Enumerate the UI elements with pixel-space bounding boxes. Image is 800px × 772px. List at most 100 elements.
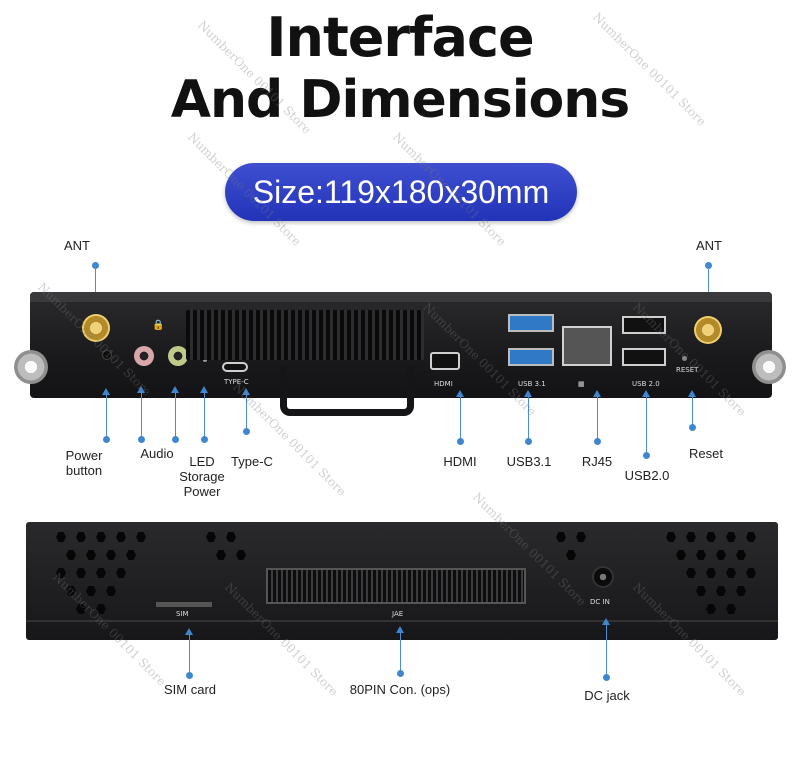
vent-hole xyxy=(686,532,696,542)
pointer-dot xyxy=(243,428,250,435)
sim-mark: SIM xyxy=(176,610,189,618)
pointer-arrow xyxy=(137,386,145,393)
pointer-line xyxy=(606,624,607,676)
pointer-dot xyxy=(186,672,193,679)
vent-hole xyxy=(96,532,106,542)
vent-hole xyxy=(66,586,76,596)
label-ant-right: ANT xyxy=(696,238,722,253)
label-ant-left: ANT xyxy=(64,238,90,253)
label-usb31: USB3.1 xyxy=(506,454,552,469)
vent-hole xyxy=(566,550,576,560)
pointer-line xyxy=(460,396,461,440)
pointer-line xyxy=(692,396,693,426)
jae-mark: JAE xyxy=(392,610,404,618)
vent-hole xyxy=(746,532,756,542)
vent-hole xyxy=(236,550,246,560)
typec-mark: TYPE-C xyxy=(224,378,249,386)
vent-hole xyxy=(726,532,736,542)
vent-hole xyxy=(106,586,116,596)
pointer-line xyxy=(175,392,176,438)
vent-hole xyxy=(666,532,676,542)
usb20-port-top xyxy=(622,316,666,334)
vent-hole xyxy=(96,568,106,578)
pointer-dot xyxy=(103,436,110,443)
vent-hole xyxy=(726,568,736,578)
pointer-arrow xyxy=(200,386,208,393)
vent-hole xyxy=(206,532,216,542)
reset-hole xyxy=(682,356,687,361)
vent-hole xyxy=(746,568,756,578)
device-back-panel: SIM JAE DC IN xyxy=(26,522,778,640)
vent-hole xyxy=(706,532,716,542)
thumb-screw-right xyxy=(752,350,786,384)
pointer-arrow xyxy=(171,386,179,393)
vent-hole xyxy=(66,550,76,560)
label-hdmi: HDMI xyxy=(443,454,477,469)
vent-hole xyxy=(556,532,566,542)
vent-hole xyxy=(106,550,116,560)
pointer-line xyxy=(528,396,529,440)
vent-hole xyxy=(56,532,66,542)
usb31-port-bottom xyxy=(508,348,554,366)
pointer-line xyxy=(141,392,142,438)
usb31-port-top xyxy=(508,314,554,332)
network-icon: ▦ xyxy=(578,380,585,388)
hdmi-mark: HDMI xyxy=(434,380,453,388)
vent-hole xyxy=(696,550,706,560)
audio-jack-headphone xyxy=(168,346,188,366)
vent-hole xyxy=(696,586,706,596)
audio-jack-mic xyxy=(134,346,154,366)
lock-icon: 🔒 xyxy=(152,320,165,331)
size-badge: Size:119x180x30mm xyxy=(225,163,577,221)
vent-hole xyxy=(136,532,146,542)
label-audio: Audio xyxy=(140,446,174,461)
label-dc-jack: DC jack xyxy=(584,688,630,703)
sim-card-slot xyxy=(156,602,212,607)
label-reset: Reset xyxy=(689,446,723,461)
usb31-mark: USB 3.1 xyxy=(518,380,546,388)
pointer-line xyxy=(204,392,205,438)
pointer-line xyxy=(95,265,96,303)
pointer-arrow xyxy=(593,390,601,397)
hdmi-port xyxy=(430,352,460,370)
title-line-2: And Dimensions xyxy=(170,70,631,130)
vent-hole xyxy=(716,586,726,596)
label-usb20: USB2.0 xyxy=(624,468,670,483)
pointer-arrow xyxy=(396,626,404,633)
pointer-dot xyxy=(525,438,532,445)
label-sim-card: SIM card xyxy=(163,682,216,697)
thumb-screw-left xyxy=(14,350,48,384)
pull-handle xyxy=(280,366,414,416)
vent-hole xyxy=(96,604,106,614)
pointer-dot xyxy=(138,436,145,443)
front-top-edge xyxy=(30,292,772,302)
label-power-button: Power button xyxy=(65,448,103,478)
heat-vent xyxy=(186,310,424,360)
vent-hole xyxy=(226,532,236,542)
pointer-dot xyxy=(603,674,610,681)
vent-hole xyxy=(86,586,96,596)
vent-hole xyxy=(116,532,126,542)
usb20-port-bottom xyxy=(622,348,666,366)
rj45-port xyxy=(562,326,612,366)
pointer-line xyxy=(646,396,647,454)
led-power xyxy=(203,358,207,362)
pointer-line xyxy=(597,396,598,440)
pointer-line xyxy=(246,394,247,430)
vent-hole xyxy=(116,568,126,578)
dc-in-mark: DC IN xyxy=(590,598,610,606)
pointer-arrow xyxy=(456,390,464,397)
vent-hole xyxy=(86,550,96,560)
pointer-line xyxy=(189,634,190,674)
antenna-connector-left xyxy=(82,314,110,342)
pointer-dot xyxy=(643,452,650,459)
vent-hole xyxy=(56,568,66,578)
pointer-arrow xyxy=(602,618,610,625)
title-line-1: Interface xyxy=(266,6,534,69)
pointer-dot xyxy=(457,438,464,445)
pointer-arrow xyxy=(524,390,532,397)
vent-hole xyxy=(216,550,226,560)
typec-port xyxy=(222,362,248,372)
pointer-arrow xyxy=(102,388,110,395)
pointer-line xyxy=(106,394,107,438)
